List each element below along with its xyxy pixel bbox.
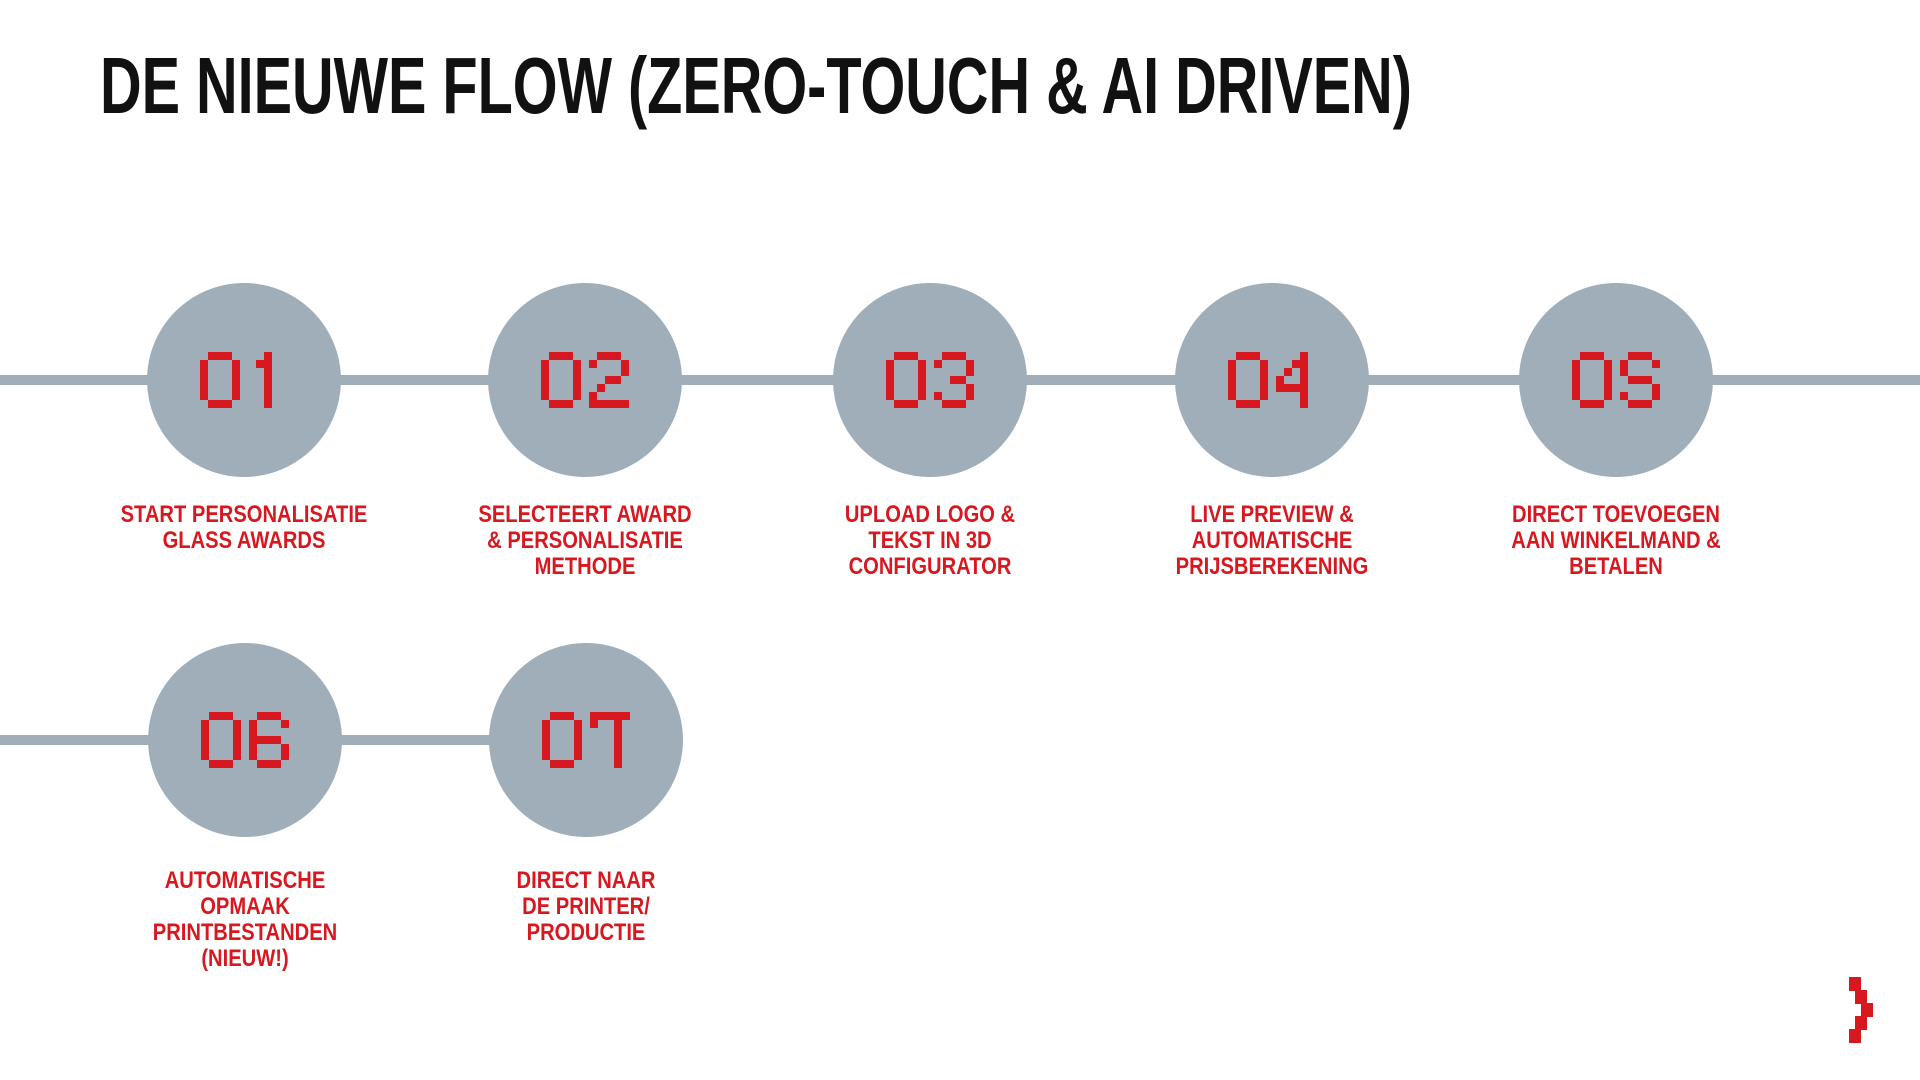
pixel-digit-0 (201, 712, 241, 768)
step-label-07: DIRECT NAAR DE PRINTER/ PRODUCTIE (516, 867, 656, 946)
page-title: DE NIEUWE FLOW (ZERO-TOUCH & AI DRIVEN) (100, 41, 1412, 130)
pixel-digit-5 (1620, 352, 1660, 408)
pixel-digit-6 (249, 712, 289, 768)
pixel-digit-4 (1276, 352, 1316, 408)
step-circle-01 (147, 283, 341, 477)
pixel-digit-0 (1228, 352, 1268, 408)
step-circle-06 (148, 643, 342, 837)
step-label-03: UPLOAD LOGO & TEKST IN 3D CONFIGURATOR (844, 501, 1016, 580)
pixel-digit-1 (248, 352, 288, 408)
step-circle-02 (488, 283, 682, 477)
step-number-01 (200, 352, 288, 408)
pixel-digit-0 (886, 352, 926, 408)
step-label-06: AUTOMATISCHE OPMAAK PRINTBESTANDEN (NIEU… (152, 867, 338, 972)
pixel-digit-0 (1572, 352, 1612, 408)
step-circle-05 (1519, 283, 1713, 477)
step-number-06 (201, 712, 289, 768)
step-number-03 (886, 352, 974, 408)
step-circle-03 (833, 283, 1027, 477)
pixel-digit-0 (200, 352, 240, 408)
step-label-04: LIVE PREVIEW & AUTOMATISCHE PRIJSBEREKEN… (1175, 501, 1369, 580)
step-number-05 (1572, 352, 1660, 408)
pixel-digit-7 (590, 712, 630, 768)
pixel-digit-0 (542, 712, 582, 768)
step-label-01: START PERSONALISATIE GLASS AWARDS (120, 501, 368, 554)
step-circle-07 (489, 643, 683, 837)
step-number-02 (541, 352, 629, 408)
step-label-05: DIRECT TOEVOEGEN AAN WINKELMAND & BETALE… (1511, 501, 1721, 580)
step-circle-04 (1175, 283, 1369, 477)
pixel-digit-0 (541, 352, 581, 408)
step-number-04 (1228, 352, 1316, 408)
step-label-02: SELECTEERT AWARD & PERSONALISATIE METHOD… (478, 501, 692, 580)
pixel-chevron-right-icon[interactable] (1849, 977, 1873, 1043)
pixel-digit-2 (589, 352, 629, 408)
step-number-07 (542, 712, 630, 768)
pixel-digit-3 (934, 352, 974, 408)
